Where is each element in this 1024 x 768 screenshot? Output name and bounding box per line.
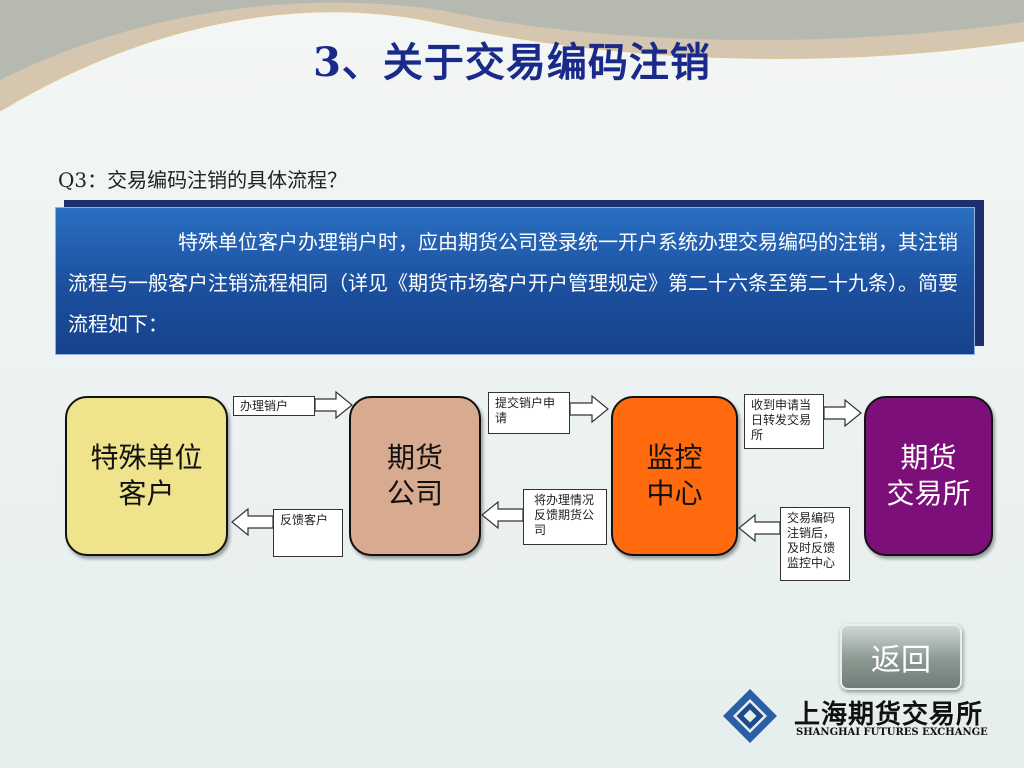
label-exchange-feedback: 交易编码注销后，及时反馈监控中心 [780, 507, 850, 581]
label-submit-request: 提交销户申请 [488, 392, 570, 434]
page-title: 3、关于交易编码注销 [313, 39, 711, 86]
label-client-feedback: 反馈客户 [273, 509, 343, 557]
description-text: 特殊单位客户办理销户时，应由期货公司登录统一开户系统办理交易编码的注销，其注销流… [68, 230, 958, 336]
node-futures-company-line1: 期货 [386, 441, 443, 474]
node-monitor-center-line1: 监控 [646, 441, 703, 474]
label-forward-exchange: 收到申请当日转发交易所 [744, 394, 824, 449]
sfe-logo-icon [723, 689, 777, 743]
question-text: Q3：交易编码注销的具体流程？ [58, 168, 348, 192]
node-futures-exchange: 期货交易所 [864, 396, 993, 556]
label-apply-close: 办理销户 [233, 396, 315, 416]
node-special-client-line1: 特殊单位 [90, 441, 203, 474]
label-monitor-feedback: 将办理情况反馈期货公司 [523, 489, 607, 545]
node-monitor-center-line2: 中心 [646, 477, 703, 510]
node-futures-exchange-line1: 期货 [900, 441, 957, 474]
node-futures-company-line2: 公司 [386, 477, 443, 510]
back-button[interactable]: 返回 [840, 624, 962, 690]
description-box: 特殊单位客户办理销户时，应由期货公司登录统一开户系统办理交易编码的注销，其注销流… [55, 207, 975, 355]
node-monitor-center: 监控中心 [611, 396, 738, 556]
node-futures-exchange-line2: 交易所 [886, 477, 971, 510]
node-special-client: 特殊单位客户 [65, 396, 228, 556]
node-futures-company: 期货公司 [349, 396, 481, 556]
logo-name-en: SHANGHAI FUTURES EXCHANGE [796, 727, 988, 738]
logo-name-cn: 上海期货交易所 [794, 700, 984, 730]
node-special-client-line2: 客户 [118, 477, 175, 510]
